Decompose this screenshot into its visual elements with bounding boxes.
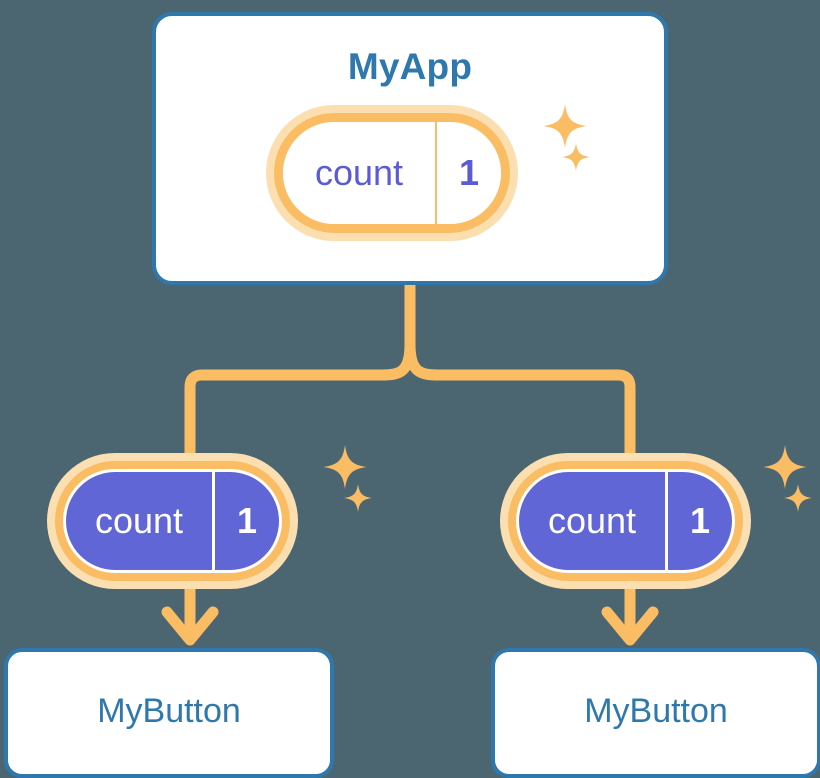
- state-pill-branch-0-wrapper[interactable]: count 1: [55, 461, 291, 581]
- node-label: MyButton: [584, 692, 728, 730]
- sparkle-large-icon: [543, 104, 587, 148]
- sparkle-small-icon: [784, 484, 812, 512]
- state-pill-root-wrapper[interactable]: count 1: [274, 113, 511, 233]
- state-pill-branch-0[interactable]: count 1: [55, 461, 291, 581]
- sparkle-large-icon: [763, 445, 807, 489]
- node-card-mybutton-0[interactable]: MyButton: [4, 648, 334, 778]
- sparkle-small-icon: [562, 143, 590, 171]
- arrow-head-left: [161, 606, 219, 646]
- state-pill-branch-1[interactable]: count 1: [508, 461, 744, 581]
- state-value-label: 1: [435, 122, 502, 224]
- state-pill-root[interactable]: count 1: [274, 113, 511, 233]
- node-card-mybutton-1[interactable]: MyButton: [491, 648, 820, 778]
- state-name-label: count: [519, 472, 665, 570]
- page-title: MyApp: [347, 46, 473, 87]
- state-value-label: 1: [212, 472, 280, 570]
- node-label: MyButton: [97, 692, 241, 730]
- state-name-label: count: [66, 472, 212, 570]
- sparkle-large-icon: [323, 445, 367, 489]
- state-name-label: count: [283, 122, 435, 224]
- connector-branch-right: [404, 338, 636, 476]
- state-pill-branch-1-wrapper[interactable]: count 1: [508, 461, 744, 581]
- state-value-label: 1: [665, 472, 733, 570]
- arrow-head-right: [601, 606, 659, 646]
- sparkle-small-icon: [344, 484, 372, 512]
- connector-branch-left: [184, 338, 416, 476]
